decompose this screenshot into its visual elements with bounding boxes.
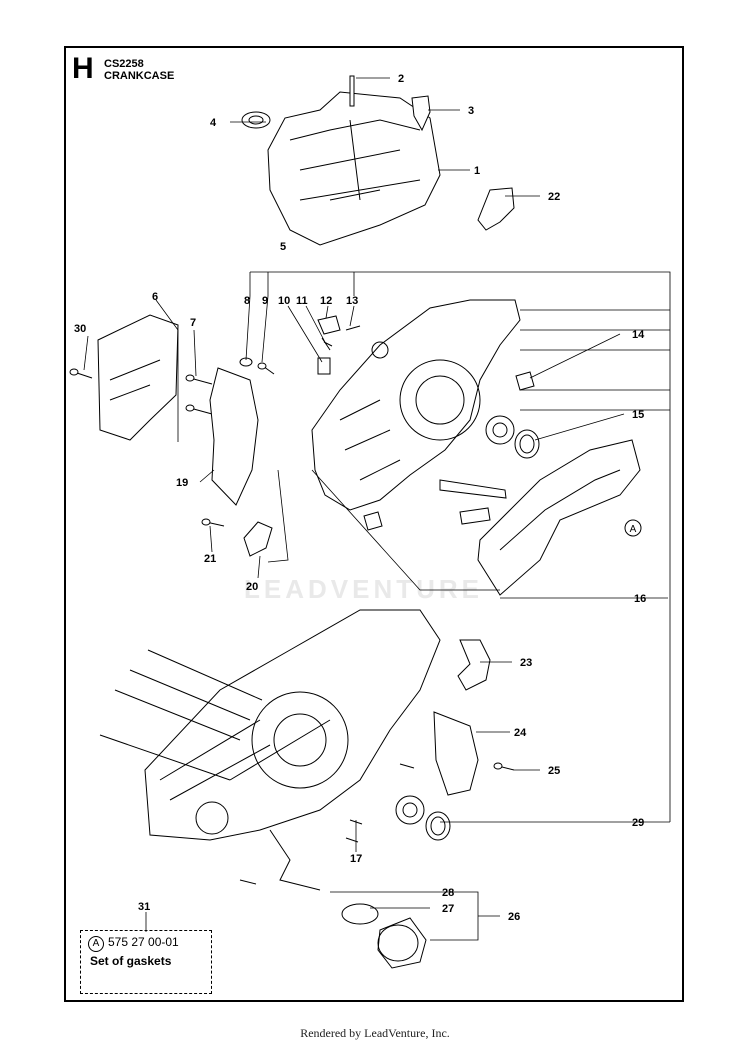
kit-part-number: 575 27 00-01 [108, 935, 179, 949]
label-15: 15 [632, 409, 644, 421]
label-30: 30 [74, 323, 86, 335]
label-12: 12 [320, 295, 332, 307]
label-26: 26 [508, 911, 520, 923]
kit-marker: A [88, 936, 104, 952]
callout-marker-a: A [630, 524, 637, 535]
part-1-housing-drawing [267, 91, 441, 246]
label-31: 31 [138, 901, 150, 913]
label-29: 29 [632, 817, 644, 829]
label-24: 24 [514, 727, 527, 739]
label-17: 17 [350, 853, 362, 865]
label-20: 20 [246, 581, 258, 593]
label-6: 6 [152, 291, 158, 303]
label-25: 25 [548, 765, 560, 777]
label-11: 11 [296, 295, 308, 307]
page-title: CRANKCASE [104, 70, 175, 82]
watermark-text: LEADVENTURE [244, 574, 484, 604]
label-19: 19 [176, 477, 188, 489]
label-16: 16 [634, 593, 646, 605]
label-4: 4 [210, 117, 217, 129]
label-14: 14 [632, 329, 645, 341]
label-22: 22 [548, 191, 560, 203]
label-2: 2 [398, 73, 404, 85]
label-21: 21 [204, 553, 216, 565]
label-8: 8 [244, 295, 250, 307]
gasket-kit-box [80, 930, 212, 994]
label-13: 13 [346, 295, 358, 307]
section-letter: H [72, 52, 94, 85]
label-1: 1 [474, 165, 480, 177]
label-9: 9 [262, 295, 268, 307]
model-number: CS2258 [104, 58, 144, 70]
label-23: 23 [520, 657, 532, 669]
label-3: 3 [468, 105, 474, 117]
label-27: 27 [442, 903, 454, 915]
label-7: 7 [190, 317, 196, 329]
label-10: 10 [278, 295, 290, 307]
crankcase-half-drawing [311, 299, 521, 511]
label-5: 5 [280, 241, 286, 253]
lower-crankcase-drawing [144, 609, 441, 841]
label-28: 28 [442, 887, 454, 899]
footer-credit: Rendered by LeadVenture, Inc. [300, 1026, 450, 1040]
diagram-frame [64, 46, 684, 1002]
kit-description: Set of gaskets [90, 954, 172, 968]
